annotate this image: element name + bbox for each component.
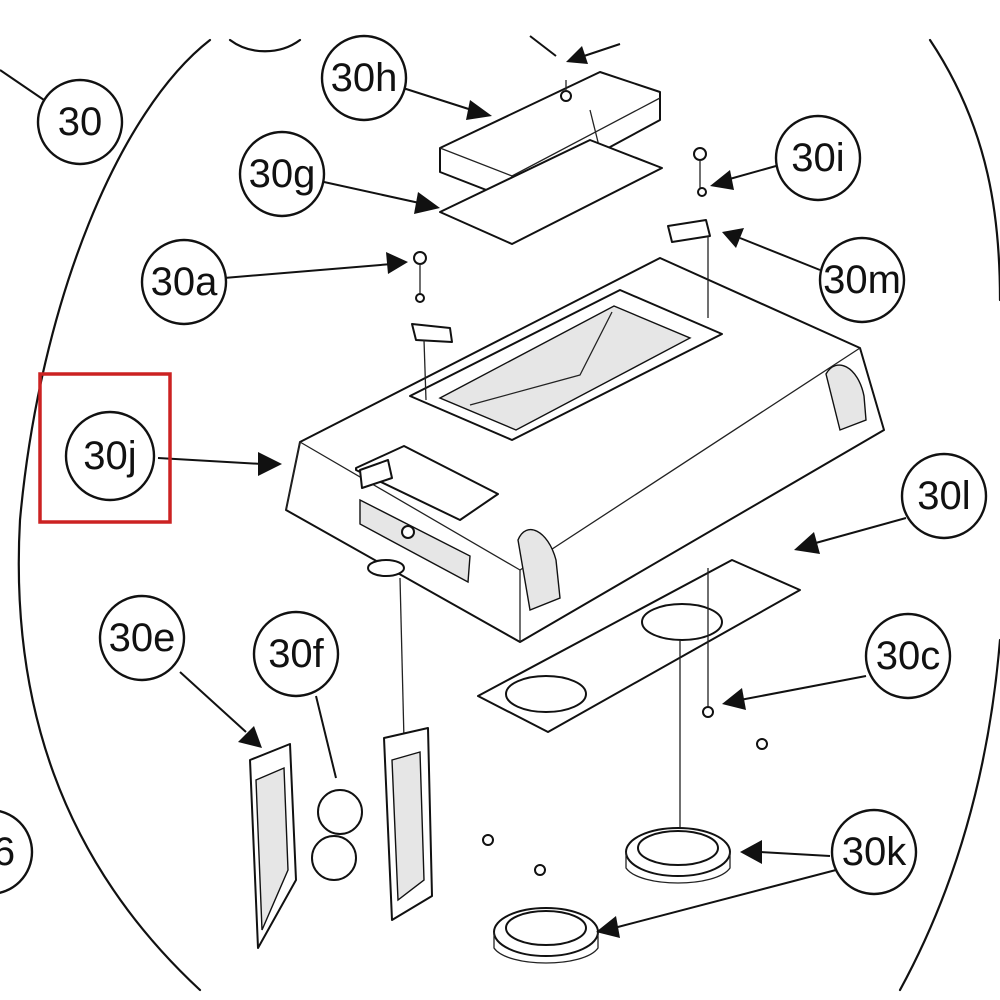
part-30k-rings <box>493 827 731 964</box>
part-30g-gasket <box>439 139 663 245</box>
callout-30k-label: 30k <box>842 830 907 874</box>
callout-30m: 30m <box>818 236 906 324</box>
leader-lines <box>157 35 907 938</box>
callout-30c: 30c <box>864 612 952 700</box>
callout-30-label: 30 <box>58 100 103 144</box>
part-30l-plate <box>477 559 801 860</box>
callout-30g: 30g <box>238 130 326 218</box>
part-30f-discs <box>311 789 363 881</box>
callout-30: 30 <box>36 78 124 166</box>
callout-30f: 30f <box>252 610 340 698</box>
callout-30m-label: 30m <box>823 258 901 302</box>
callout-30k: 30k <box>830 808 918 896</box>
part-30j-housing <box>285 219 885 741</box>
highlight-box-30j <box>38 372 172 524</box>
callout-30h: 30h <box>320 34 408 122</box>
callout-30e: 30e <box>98 594 186 682</box>
callout-30l: 30l <box>900 452 988 540</box>
detail-view-circle <box>17 38 1000 992</box>
callout-30c-label: 30c <box>876 634 941 678</box>
callout-30j-label: 30j <box>83 434 136 478</box>
callout-30g-label: 30g <box>249 152 316 196</box>
callout-6: 6 <box>0 809 34 895</box>
callout-30j: 30j <box>64 410 156 502</box>
callout-30a: 30a <box>140 238 228 326</box>
leader-30 <box>0 69 45 101</box>
part-30e-brackets <box>249 727 433 949</box>
callout-30i: 30i <box>774 114 862 202</box>
callout-30f-label: 30f <box>268 632 324 676</box>
callout-30h-label: 30h <box>331 56 398 100</box>
callout-30e-label: 30e <box>109 616 176 660</box>
callout-30i-label: 30i <box>791 136 844 180</box>
part-30i-screw <box>693 147 709 318</box>
part-30c-screws <box>482 568 768 876</box>
callout-30a-label: 30a <box>151 260 218 304</box>
part-30a-screw <box>413 251 427 401</box>
part-30h-cover <box>439 71 661 201</box>
callout-30l-label: 30l <box>917 474 970 518</box>
callout-6-label: 6 <box>0 830 15 874</box>
